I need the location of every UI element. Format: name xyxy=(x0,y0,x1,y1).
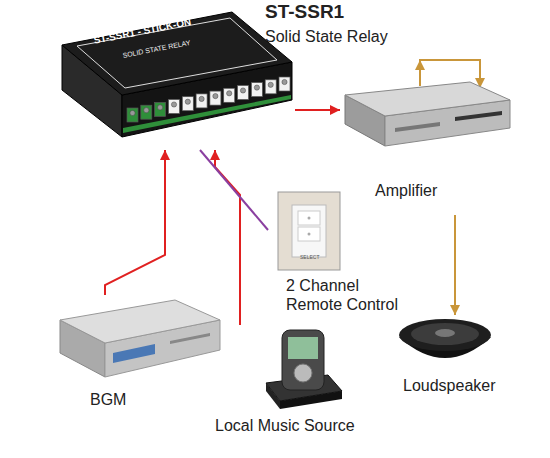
button-label: SELECT xyxy=(300,255,319,260)
arrow-head xyxy=(330,105,340,115)
device-label: 2 Channel Remote Control xyxy=(286,276,406,314)
wire-line xyxy=(200,150,268,230)
device-label: Loudspeaker xyxy=(403,376,496,395)
wire-line xyxy=(295,109,340,111)
device-label: BGM xyxy=(90,390,126,409)
signal-wire xyxy=(450,215,460,315)
arrow-head xyxy=(450,305,460,315)
signal-wire xyxy=(105,150,170,295)
amplifier-device: Amplifier xyxy=(340,80,515,215)
signal-wire xyxy=(295,105,340,115)
device-label: Local Music Source xyxy=(215,416,355,435)
loudspeaker: Loudspeaker xyxy=(395,315,520,405)
arrow-head xyxy=(415,60,425,70)
device-label: ST-SSR1 xyxy=(265,1,344,24)
signal-wire xyxy=(210,150,240,325)
device-label: Amplifier xyxy=(375,181,437,200)
arrow-head xyxy=(160,150,170,160)
remote-control: 2 Channel Remote Control xyxy=(268,185,418,320)
music-player: Local Music Source xyxy=(210,325,390,450)
device-subtitle: Solid State Relay xyxy=(265,27,388,46)
bgm-device-art xyxy=(55,295,225,415)
arrow-head xyxy=(210,150,220,160)
wire-line xyxy=(105,150,165,295)
signal-wire xyxy=(200,150,268,230)
bgm-device: BGM xyxy=(55,295,225,415)
wire-line xyxy=(454,215,456,315)
wire-line xyxy=(215,150,240,325)
